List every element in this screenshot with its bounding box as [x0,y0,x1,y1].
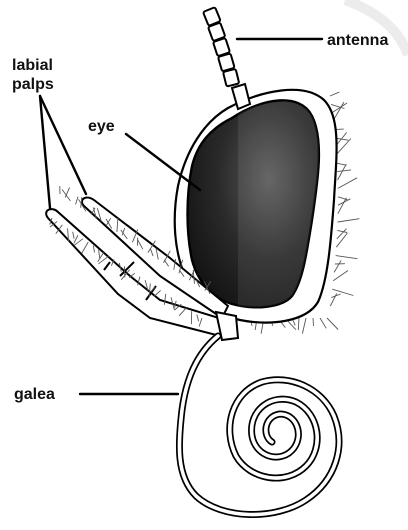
hair-stroke [298,318,299,330]
hair-stroke [338,178,357,189]
hair-stroke [337,230,347,232]
galea-inner [179,336,339,515]
label-labial: labial [12,57,53,74]
hair-stroke [337,163,347,165]
hair-stroke [327,318,338,330]
hair-stroke [320,318,326,328]
antenna-shaft [203,7,250,109]
hair-stroke [337,170,351,172]
hair-stroke [313,318,314,326]
label-antenna: antenna [327,32,388,49]
hair-stroke [330,294,336,307]
label-galea: galea [14,386,55,403]
hair-stroke [334,260,341,272]
hair-stroke [336,233,347,247]
hair-stroke [338,219,360,222]
hair-stroke [76,197,78,205]
hair-stroke [333,271,348,281]
label-eye: eye [88,118,115,135]
label-palps: palps [12,76,54,93]
hair-stroke [62,190,70,201]
hair-stroke [302,318,306,334]
hair-stroke [336,139,351,155]
hair-stroke [338,164,347,180]
hair-stroke [338,198,347,214]
hair-stroke [65,187,69,197]
hair-stroke [336,256,358,259]
hair-stroke [332,289,353,295]
hair-stroke [330,92,339,96]
hair-stroke [332,103,347,113]
hair-stroke [154,290,161,296]
